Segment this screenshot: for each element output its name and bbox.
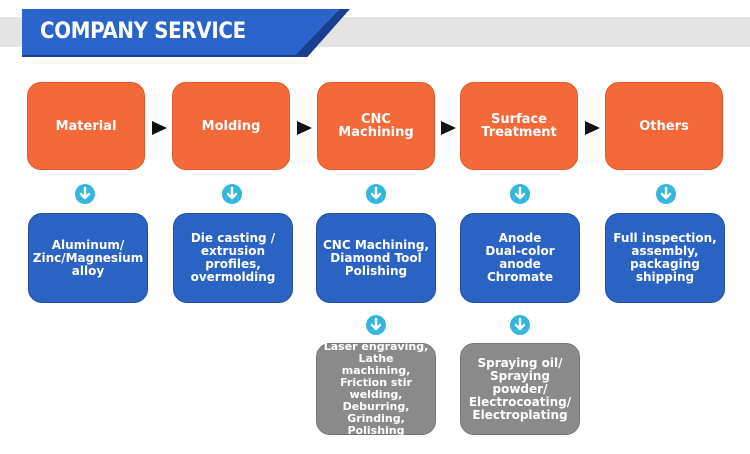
header-banner xyxy=(22,9,340,55)
arrow-down-circle-icon xyxy=(510,315,530,335)
stage-others: Others xyxy=(605,82,723,170)
detail-surface-treatment: Anode Dual-color anode Chromate xyxy=(460,213,580,303)
stage-cnc-machining: CNC Machining xyxy=(317,82,435,170)
stage-surface-treatment: Surface Treatment xyxy=(460,82,578,170)
extra-surface-treatment: Spraying oil/ Spraying powder/ Electroco… xyxy=(460,343,580,435)
stage-label: Surface Treatment xyxy=(481,112,557,140)
detail-text: Aluminum/ Zinc/Magnesium alloy xyxy=(32,237,144,278)
arrow-down-circle-icon xyxy=(366,315,386,335)
extra-text: Laser engraving, Lathe machining, Fricti… xyxy=(323,340,429,437)
detail-text: Die casting / extrusion profiles, overmo… xyxy=(190,231,276,284)
page-title: COMPANY SERVICE xyxy=(40,19,246,44)
arrow-down-circle-icon xyxy=(366,184,386,204)
stage-label: CNC Machining xyxy=(338,112,414,140)
extra-text: Spraying oil/ Spraying powder/ Electroco… xyxy=(468,355,572,422)
stage-molding: Molding xyxy=(172,82,290,170)
detail-cnc-machining: CNC Machining, Diamond Tool Polishing xyxy=(316,213,436,303)
arrow-down-circle-icon xyxy=(656,184,676,204)
stage-material: Material xyxy=(27,82,145,170)
stage-label: Molding xyxy=(201,118,261,134)
stage-label: Material xyxy=(55,118,117,134)
extra-cnc-machining: Laser engraving, Lathe machining, Fricti… xyxy=(316,340,436,437)
detail-material: Aluminum/ Zinc/Magnesium alloy xyxy=(28,213,148,303)
triangle-right-icon xyxy=(152,121,167,135)
arrow-down-circle-icon xyxy=(510,184,530,204)
detail-text: Full inspection, assembly, packaging shi… xyxy=(613,231,717,284)
detail-others: Full inspection, assembly, packaging shi… xyxy=(605,213,725,303)
stage-label: Others xyxy=(639,118,689,134)
arrow-down-circle-icon xyxy=(222,184,242,204)
detail-molding: Die casting / extrusion profiles, overmo… xyxy=(173,213,293,303)
arrow-down-circle-icon xyxy=(75,184,95,204)
triangle-right-icon xyxy=(585,121,600,135)
triangle-right-icon xyxy=(297,121,312,135)
detail-text: CNC Machining, Diamond Tool Polishing xyxy=(323,237,429,278)
triangle-right-icon xyxy=(441,121,456,135)
detail-text: Anode Dual-color anode Chromate xyxy=(485,231,555,284)
